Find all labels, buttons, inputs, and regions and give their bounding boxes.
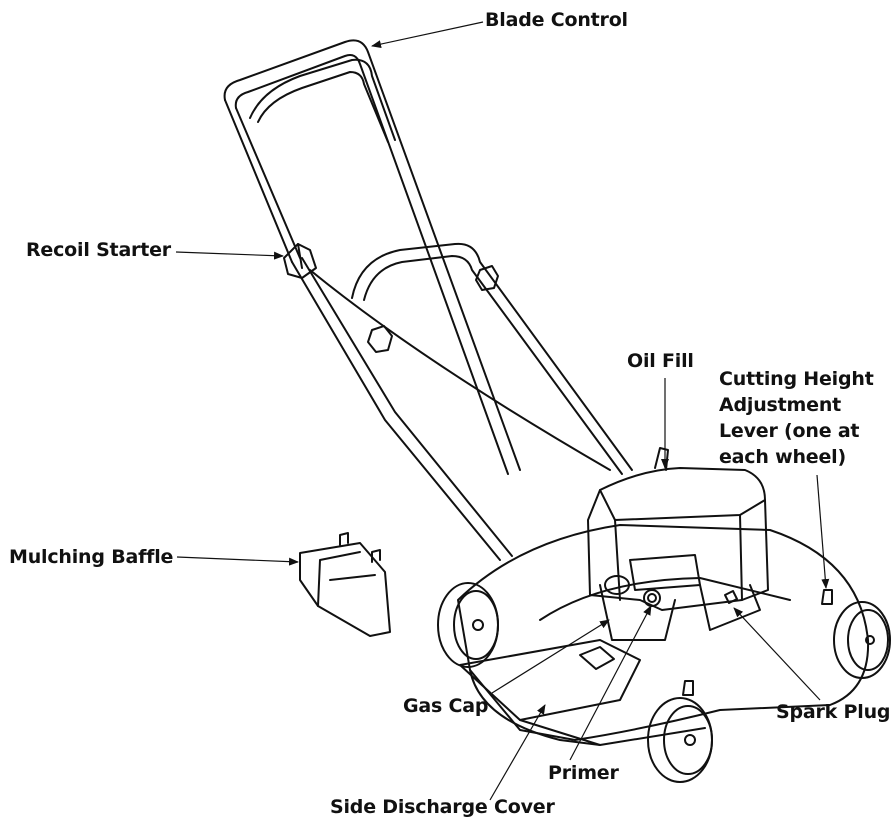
leader-spark-plug — [733, 607, 821, 701]
label-blade-control: Blade Control — [485, 9, 628, 31]
label-recoil-starter: Recoil Starter — [26, 239, 171, 261]
engine — [587, 447, 769, 641]
leader-recoil-starter — [175, 251, 284, 260]
label-gas-cap: Gas Cap — [403, 695, 489, 717]
label-cutting-height-adjustment: Cutting Height Adjustment Lever (one at … — [719, 366, 893, 470]
height-adjust-lever — [682, 589, 833, 696]
label-primer: Primer — [548, 762, 619, 784]
leader-gas-cap — [491, 619, 610, 694]
label-mulching-baffle: Mulching Baffle — [9, 546, 174, 568]
lower-handle — [291, 242, 633, 561]
leader-mulching-baffle — [176, 556, 299, 566]
leader-cutting-height — [816, 474, 830, 589]
mower-deck — [457, 524, 870, 746]
leader-primer — [569, 605, 652, 761]
label-spark-plug: Spark Plug — [776, 701, 891, 723]
label-oil-fill: Oil Fill — [627, 350, 694, 372]
label-side-discharge-cover: Side Discharge Cover — [330, 796, 555, 818]
label-cutting-height-line4: each wheel) — [719, 446, 846, 468]
label-cutting-height-line1: Cutting Height — [719, 368, 874, 390]
label-cutting-height-line2: Adjustment — [719, 394, 842, 416]
label-cutting-height-line3: Lever (one at — [719, 420, 860, 442]
front-left-wheel — [647, 697, 713, 783]
leader-side-discharge-cover — [489, 704, 546, 801]
leader-blade-control — [371, 21, 484, 49]
rear-left-wheel — [437, 582, 499, 668]
mulching-baffle — [299, 532, 391, 637]
front-right-wheel — [833, 601, 891, 679]
upper-handle — [223, 39, 521, 475]
recoil-starter-handle — [283, 243, 317, 279]
